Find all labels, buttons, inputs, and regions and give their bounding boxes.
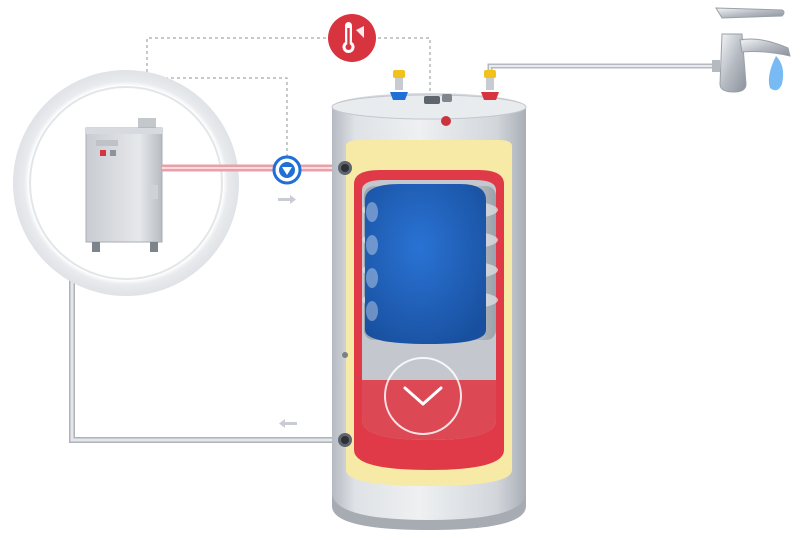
cold-water-ripples: [366, 202, 378, 321]
flow-direction-indicator: [384, 357, 462, 435]
sensor-port: [424, 96, 440, 104]
brand-logo: [441, 116, 451, 126]
circulation-pump-icon: [272, 155, 302, 185]
hot-outlet-fitting: [486, 76, 494, 90]
thermostat-wire-left: [146, 37, 332, 120]
cold-water-volume: [365, 184, 486, 344]
heated-water-zone: [362, 380, 496, 440]
water-stream: [768, 56, 784, 91]
cold-inlet-collar: [390, 92, 408, 100]
tank-top: [331, 94, 527, 120]
faucet-icon: [712, 7, 791, 93]
sensor-well: [342, 352, 348, 358]
boiler-icon: [85, 118, 163, 252]
anode-port: [442, 94, 452, 102]
thermostat-wire-right: [372, 37, 431, 96]
thermometer-icon: [328, 14, 376, 62]
pump-control-wire: [147, 77, 288, 160]
control-wires: [146, 37, 431, 160]
arrow-icon: [278, 195, 297, 428]
chevron-down-icon: [403, 386, 443, 406]
return-pipe: [69, 280, 342, 443]
hot-water-outlet-pipe-highlight: [489, 65, 715, 88]
hot-outlet-cap: [484, 70, 496, 78]
hot-outlet-collar: [481, 92, 499, 100]
hot-water-outlet-pipe: [487, 63, 715, 88]
return-pipe-highlight: [70, 280, 342, 442]
flow-arrow-right: [278, 195, 296, 204]
tank-base: [332, 492, 526, 530]
flow-arrow-left: [279, 419, 297, 428]
storage-tank: [331, 70, 527, 530]
boiler-callout: [13, 70, 239, 296]
cold-inlet-fitting: [395, 76, 403, 90]
cold-inlet-cap: [393, 70, 405, 78]
